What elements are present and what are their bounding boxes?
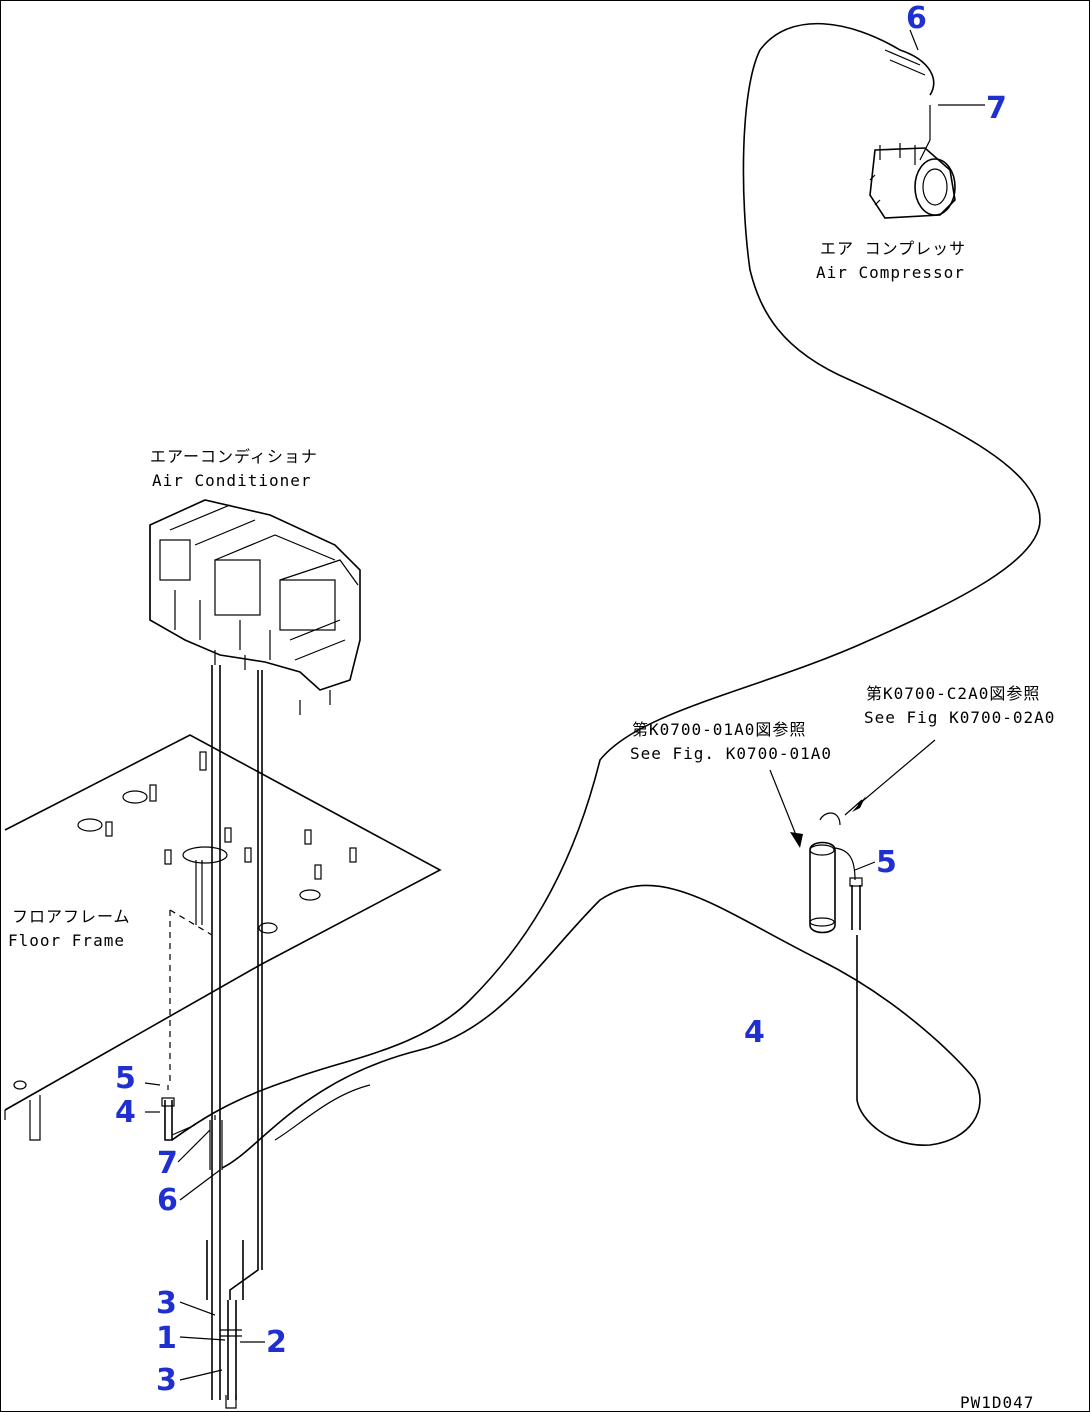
callout-3-bottom: 3: [156, 1363, 177, 1398]
callout-5-left: 5: [115, 1061, 136, 1096]
callout-5-right: 5: [876, 845, 897, 880]
air-conditioner-label-jp: エアーコンディショナ: [150, 447, 318, 466]
floor-frame-label-jp: フロアフレーム: [12, 907, 131, 926]
air-compressor-label-en: Air Compressor: [816, 263, 965, 282]
leader-lines: [144, 29, 985, 1381]
conditioner-pipes: [195, 665, 263, 1409]
fitting-left: [161, 1085, 196, 1141]
arrow-heads: [790, 796, 866, 848]
callout-7-top: 7: [986, 91, 1007, 126]
reference-2-label-jp: 第K0700-01A0図参照: [632, 720, 806, 739]
reference-1-label-jp: 第K0700-C2A0図参照: [866, 684, 1040, 703]
callout-1: 1: [156, 1321, 177, 1356]
reference-2-label-en: See Fig. K0700-01A0: [630, 744, 832, 763]
floor-frame-plate: [4, 734, 442, 1141]
air-compressor-label-jp: エア コンプレッサ: [820, 239, 966, 258]
reference-1-label-en: See Fig K0700-02A0: [864, 708, 1055, 727]
callout-4-right: 4: [744, 1015, 765, 1050]
hose-4: [221, 884, 981, 1169]
air-compressor: [869, 143, 956, 219]
air-conditioner-unit: [149, 499, 361, 715]
callout-6-top: 6: [906, 1, 927, 36]
floor-frame-label-en: Floor Frame: [8, 931, 125, 950]
hose-7: [884, 49, 931, 161]
callout-2: 2: [266, 1325, 287, 1360]
callout-4-left: 4: [115, 1095, 136, 1130]
callout-6-left: 6: [157, 1183, 178, 1218]
callout-3-top: 3: [156, 1286, 177, 1321]
callout-7-left: 7: [157, 1146, 178, 1181]
air-conditioner-label-en: Air Conditioner: [152, 471, 312, 490]
drawing-code: PW1D047: [960, 1393, 1034, 1412]
receiver-dryer: [809, 799, 863, 934]
hose-6: [171, 22, 1041, 1141]
